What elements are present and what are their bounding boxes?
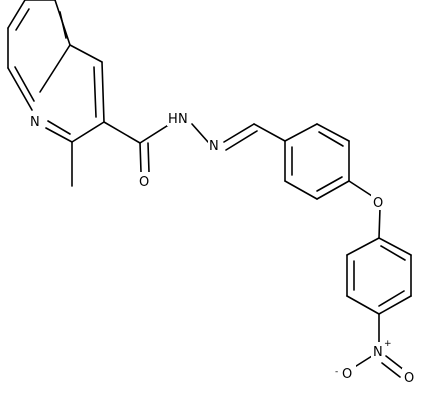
- bond: [14, 66, 35, 102]
- imine-nitrogen-atom: N: [208, 136, 222, 154]
- bond: [316, 180, 350, 200]
- bond: [101, 61, 105, 123]
- bond: [39, 44, 71, 93]
- ring-nitrogen-label: N: [30, 115, 40, 130]
- bond: [378, 237, 412, 256]
- bond: [69, 44, 103, 63]
- nitro-nitrogen-charge: +: [384, 339, 392, 349]
- bond: [378, 295, 412, 315]
- ring-nitrogen-atom: N: [28, 112, 42, 130]
- nitro-oxide-charge: -: [335, 367, 338, 377]
- amide-h-label: H: [168, 112, 178, 127]
- nitro-oxide-oxygen-label: O: [342, 367, 352, 382]
- amide-nitrogen-label: N: [178, 112, 188, 127]
- nitro-oxide-oxygen-atom: - O: [335, 364, 356, 382]
- ether-oxygen-atom: O: [371, 193, 387, 211]
- bond: [59, 11, 67, 39]
- bond: [71, 121, 105, 143]
- bond: [385, 355, 405, 371]
- bond: [381, 362, 401, 378]
- bond: [147, 142, 150, 173]
- bond: [346, 237, 380, 256]
- carbonyl-oxygen-atom: O: [136, 172, 152, 190]
- bond: [139, 123, 171, 144]
- bond: [352, 355, 373, 369]
- nitro-double-oxygen-label: O: [404, 371, 414, 386]
- bond: [316, 176, 343, 192]
- bond: [318, 131, 344, 147]
- bond: [139, 142, 142, 173]
- atom-label-layer: N H N N O O N + - O O: [28, 109, 418, 386]
- bond: [103, 121, 141, 144]
- bond: [93, 66, 97, 118]
- bond: [284, 123, 318, 142]
- bond: [348, 180, 373, 197]
- bond-layer: [7, 0, 412, 378]
- bond: [346, 295, 380, 315]
- bond: [316, 123, 350, 142]
- bond: [378, 207, 381, 239]
- nitro-nitrogen-label: N: [373, 345, 383, 360]
- bond: [7, 67, 33, 111]
- bond: [15, 8, 30, 31]
- ether-oxygen-label: O: [373, 196, 383, 211]
- bond: [380, 245, 406, 261]
- bond: [45, 127, 73, 143]
- bond: [225, 130, 258, 151]
- amide-nh-atom: H N: [167, 109, 191, 127]
- imine-nitrogen-label: N: [209, 139, 219, 154]
- bond: [7, 0, 26, 29]
- nitro-double-oxygen-atom: O: [402, 368, 418, 386]
- carbonyl-oxygen-label: O: [139, 175, 149, 190]
- nitro-nitrogen-atom: N +: [371, 339, 392, 360]
- bond: [191, 123, 209, 143]
- bond: [378, 290, 405, 307]
- bond: [223, 123, 255, 143]
- bond: [253, 123, 286, 142]
- bond: [47, 120, 71, 135]
- bond: [284, 180, 318, 200]
